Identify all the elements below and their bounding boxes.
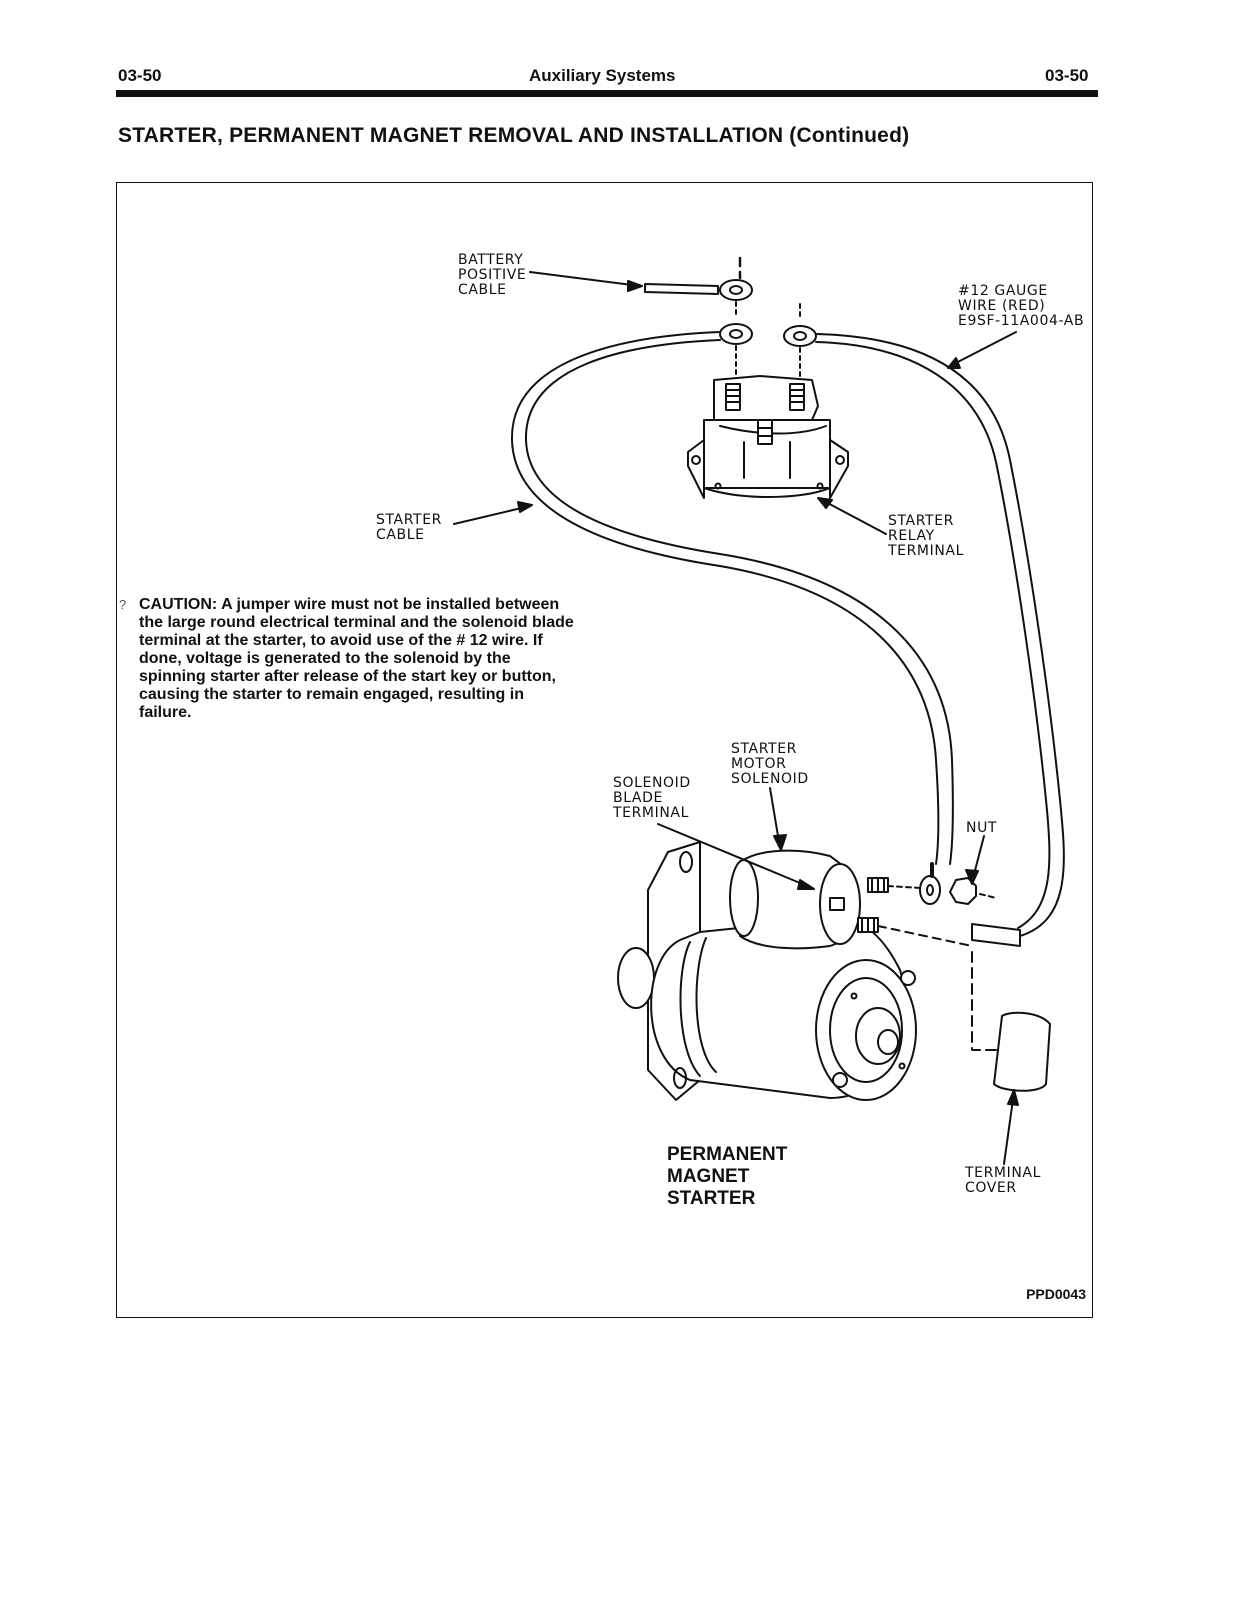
starter-motor (617, 841, 917, 1101)
label-starter-relay-terminal: STARTER RELAY TERMINAL (888, 513, 964, 559)
gauge-wire (815, 333, 1065, 937)
figure-frame (116, 182, 1093, 1318)
starter-cable (510, 331, 940, 865)
header-rule (116, 90, 1098, 97)
figure-id: PPD0043 (1026, 1286, 1086, 1302)
label-starter-cable: STARTER CABLE (376, 512, 442, 543)
page-title: STARTER, PERMANENT MAGNET REMOVAL AND IN… (118, 124, 910, 147)
battery-cable-leader (529, 271, 641, 287)
battery-cable-end (644, 283, 719, 295)
terminal-cover (993, 1011, 1051, 1092)
caution-mark: ? (119, 597, 127, 612)
page-number-right: 03-50 (1045, 66, 1089, 85)
label-terminal-cover: TERMINAL COVER (965, 1165, 1041, 1196)
caution-text: CAUTION: A jumper wire must not be insta… (139, 596, 574, 721)
starter-cable-ring (719, 323, 753, 345)
section-title: Auxiliary Systems (529, 66, 676, 85)
label-solenoid-blade-terminal: SOLENOID BLADE TERMINAL (613, 775, 691, 821)
page-number-left: 03-50 (118, 66, 162, 85)
label-starter-motor-solenoid: STARTER MOTOR SOLENOID (731, 741, 809, 787)
label-battery-positive-cable: BATTERY POSITIVE CABLE (458, 252, 527, 298)
label-gauge-wire: #12 GAUGE WIRE (RED) E9SF-11A004-AB (958, 283, 1085, 329)
gauge-wire-ring (783, 325, 817, 347)
battery-cable-ring (719, 279, 753, 301)
washer (919, 875, 941, 905)
figure-caption: PERMANENT MAGNET STARTER (667, 1144, 788, 1209)
caution-note: ? CAUTION: A jumper wire must not be ins… (119, 596, 579, 722)
blade-terminal-connector (971, 923, 1021, 947)
label-nut: NUT (966, 820, 998, 836)
starter-relay (687, 375, 849, 499)
